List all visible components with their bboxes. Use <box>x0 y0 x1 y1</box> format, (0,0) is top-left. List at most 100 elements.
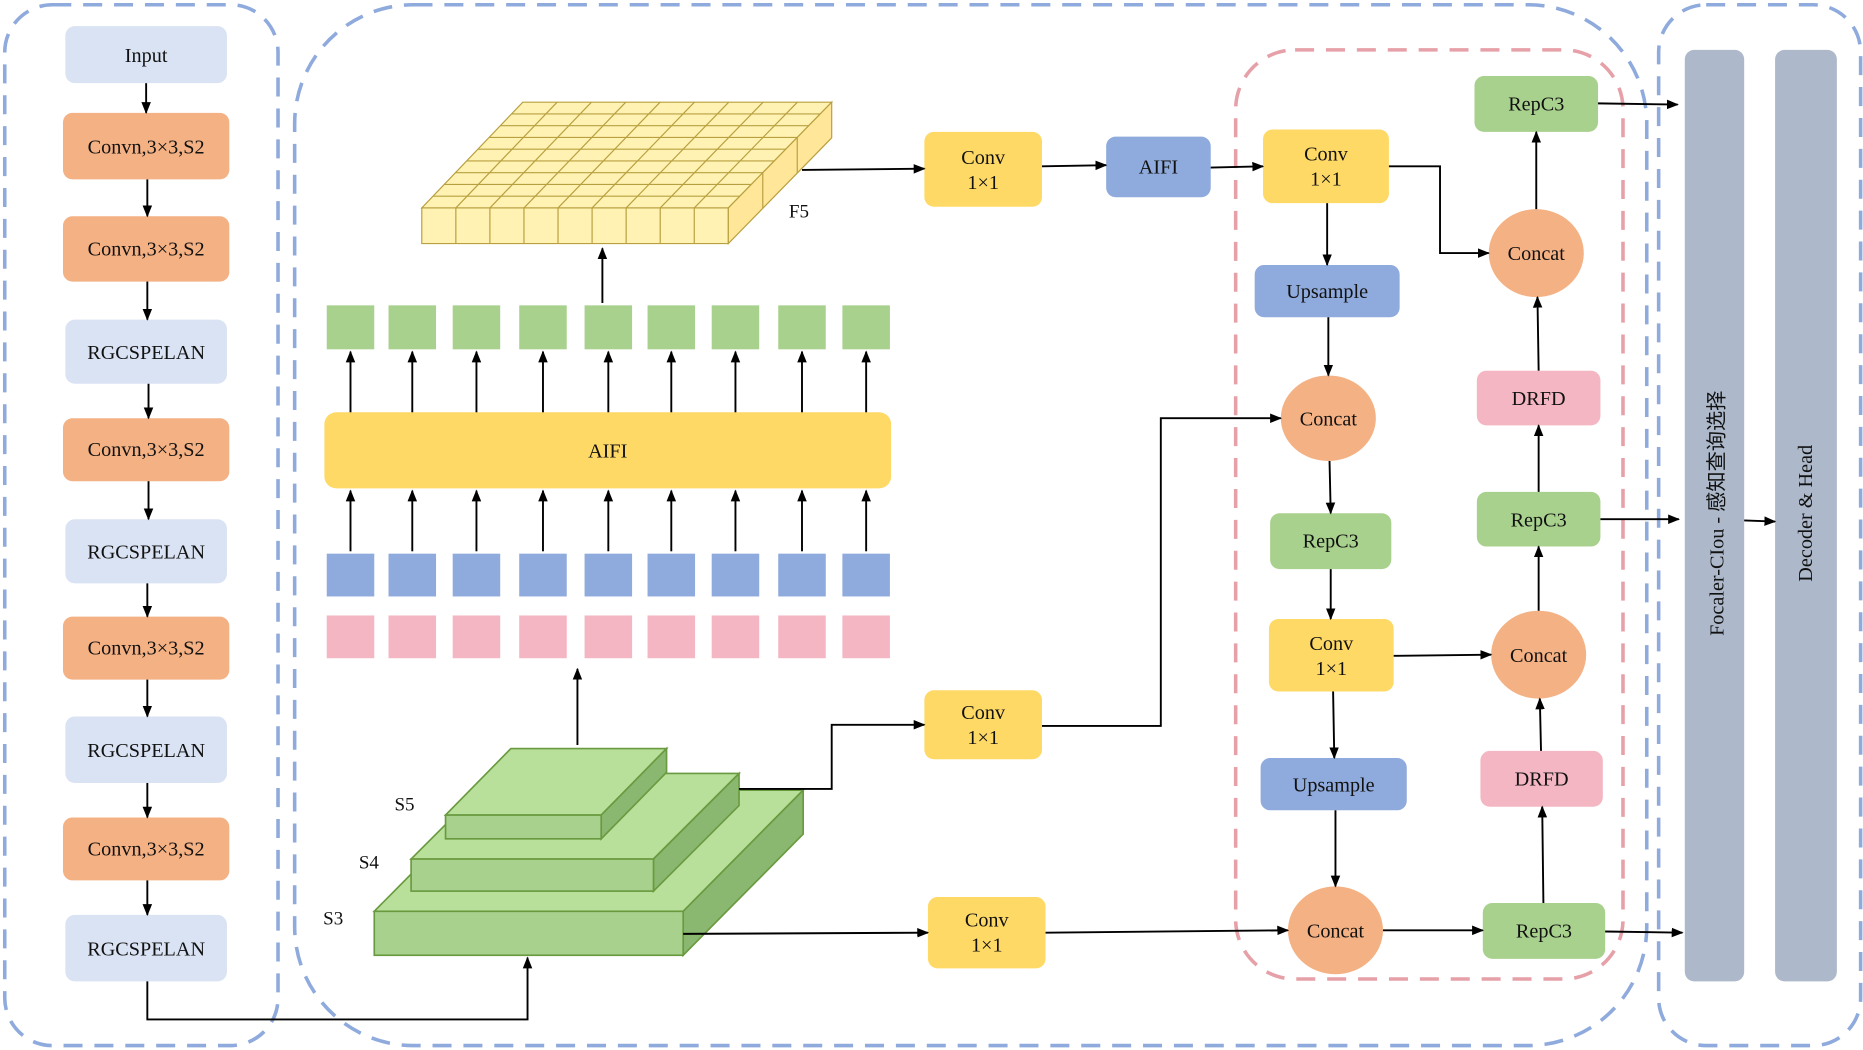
green-token-2 <box>388 305 437 350</box>
neck-conv-1x1-top <box>1262 129 1389 204</box>
concat-node-1 <box>1280 375 1376 461</box>
f5-label: F5 <box>788 201 810 223</box>
conv-1x1-top <box>924 131 1042 207</box>
rgcspelan-box-3 <box>65 716 227 783</box>
pink-token-9 <box>842 615 890 659</box>
drfd-box-1 <box>1480 750 1603 807</box>
blue-token-9 <box>842 553 890 597</box>
neck-conv-top-label: Conv 1×1 <box>1304 142 1348 191</box>
pink-token-8 <box>778 615 826 659</box>
s3-label: S3 <box>323 908 344 930</box>
repc3-out-box-1 <box>1482 902 1606 959</box>
rgcspelan-label-3: RGCSPELAN <box>87 738 206 762</box>
upsample-box-2 <box>1260 758 1407 811</box>
conv-s2-label-1: Convn,3×3,S2 <box>87 134 205 158</box>
repc3-out-label-2: RepC3 <box>1510 507 1567 531</box>
rgcspelan-label-4: RGCSPELAN <box>87 936 206 960</box>
repc3-label-1: RepC3 <box>1302 529 1359 553</box>
pink-token-1 <box>326 615 375 659</box>
conv-1x1-top-label: Conv 1×1 <box>961 145 1006 194</box>
conv-s2-box-4 <box>62 616 230 680</box>
conv-s2-label-4: Convn,3×3,S2 <box>87 636 205 660</box>
upsample-box-1 <box>1254 264 1400 318</box>
upsample-label-2: Upsample <box>1292 772 1375 796</box>
aifi-small-label: AIFI <box>1138 155 1179 179</box>
neck-conv-mid-label: Conv 1×1 <box>1309 631 1354 680</box>
f5-feature-grid <box>420 100 834 246</box>
conv-s2-box-3 <box>62 418 230 482</box>
blue-token-6 <box>647 553 696 597</box>
drfd-box-2 <box>1476 370 1601 426</box>
backbone-region <box>2 2 280 1048</box>
conv-1x1-mid-label: Conv 1×1 <box>961 701 1006 749</box>
s4-label: S4 <box>358 853 379 874</box>
conv-1x1-bottom <box>927 897 1046 969</box>
green-token-8 <box>778 305 826 350</box>
green-token-3 <box>452 305 501 350</box>
blue-token-2 <box>388 553 437 597</box>
rgcspelan-box-4 <box>65 914 227 982</box>
blue-token-5 <box>584 553 633 597</box>
s5-label: S5 <box>394 794 415 816</box>
neck-region <box>1233 48 1625 981</box>
blue-token-1 <box>326 553 375 597</box>
concat-node-3 <box>1491 610 1587 699</box>
encoder-region <box>292 2 1649 1048</box>
conv-s2-box-1 <box>62 112 230 180</box>
rgcspelan-box-1 <box>65 319 227 384</box>
repc3-box-1 <box>1270 513 1392 570</box>
blue-token-7 <box>711 553 760 597</box>
aifi-wide-box <box>324 412 892 489</box>
aifi-wide-label: AIFI <box>588 439 628 462</box>
green-token-4 <box>519 305 567 350</box>
rgcspelan-label-2: RGCSPELAN <box>87 540 206 563</box>
pink-token-6 <box>647 615 696 659</box>
blue-token-4 <box>519 553 567 597</box>
rgcspelan-label-1: RGCSPELAN <box>87 340 206 363</box>
repc3-out-label-3: RepC3 <box>1508 92 1565 116</box>
aifi-small-box <box>1106 136 1211 198</box>
pink-token-3 <box>452 615 501 659</box>
input-label: Input <box>124 43 168 66</box>
decoder-head-label: Decoder & Head <box>1794 444 1817 582</box>
repc3-out-box-3 <box>1474 76 1599 132</box>
concat-node-2 <box>1287 886 1383 975</box>
green-token-9 <box>842 305 890 350</box>
repc3-out-label-1: RepC3 <box>1515 919 1573 943</box>
drfd-label-1: DRFD <box>1514 767 1569 791</box>
upsample-label-1: Upsample <box>1286 279 1369 303</box>
conv-1x1-mid <box>924 690 1042 760</box>
input-box <box>65 26 227 84</box>
conv-s2-label-2: Convn,3×3,S2 <box>87 237 205 261</box>
green-token-5 <box>584 305 633 350</box>
green-token-7 <box>711 305 760 350</box>
concat-label-4: Concat <box>1507 241 1565 265</box>
conv-s2-label-5: Convn,3×3,S2 <box>87 837 205 861</box>
pink-token-5 <box>584 615 633 659</box>
pink-token-7 <box>711 615 760 659</box>
pink-token-4 <box>519 615 567 659</box>
repc3-out-box-2 <box>1476 491 1601 547</box>
feature-pyramid <box>372 746 806 958</box>
rgcspelan-box-2 <box>65 519 227 584</box>
green-token-6 <box>647 305 696 350</box>
query-selection-panel <box>1684 49 1745 982</box>
concat-label-1: Concat <box>1299 406 1357 430</box>
neck-conv-1x1-mid <box>1268 619 1394 692</box>
query-selection-label: Focaler-CIou - 感知查询选择 <box>1705 390 1729 636</box>
green-token-1 <box>326 305 375 350</box>
conv-1x1-bottom-label: Conv 1×1 <box>964 908 1009 957</box>
decoder-head-panel <box>1775 49 1837 982</box>
head-region <box>1656 2 1863 1048</box>
drfd-label-2: DRFD <box>1511 386 1566 410</box>
concat-label-3: Concat <box>1510 643 1568 666</box>
blue-token-8 <box>778 553 826 597</box>
conv-s2-box-5 <box>62 817 230 881</box>
conv-s2-label-3: Convn,3×3,S2 <box>87 438 205 461</box>
blue-token-3 <box>452 553 501 597</box>
concat-label-2: Concat <box>1306 919 1365 942</box>
conv-s2-box-2 <box>62 216 230 282</box>
concat-node-4 <box>1488 209 1584 298</box>
pink-token-2 <box>388 615 437 659</box>
